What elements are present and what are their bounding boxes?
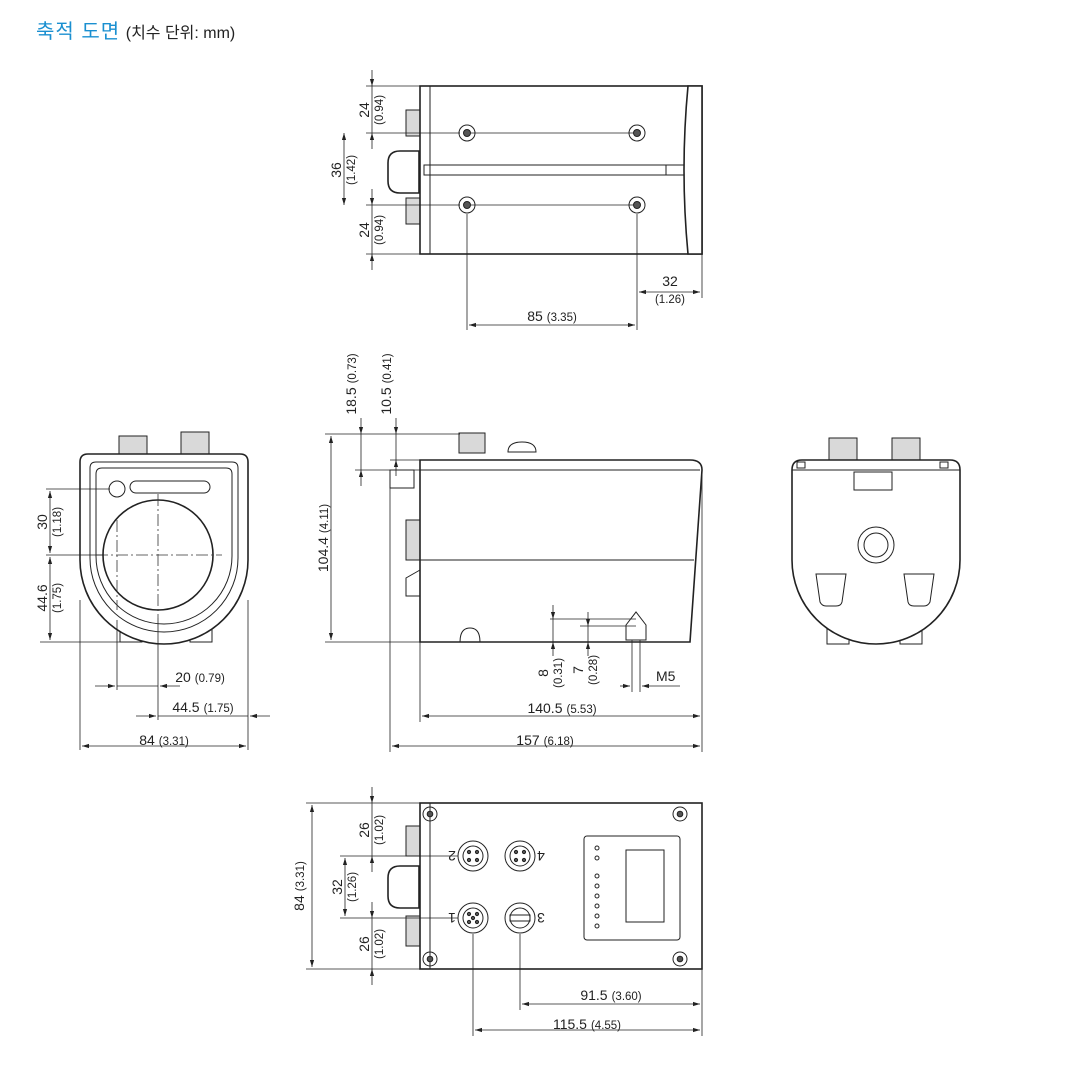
dim-front-44-6: 44.6 (1.75) bbox=[34, 583, 64, 613]
side-m5-bracket bbox=[625, 611, 647, 641]
front-connector-left bbox=[118, 435, 148, 455]
dim-bottom-26-a: 26 (1.02) bbox=[356, 815, 386, 845]
status-led-icon bbox=[594, 845, 600, 929]
connector-2-icon bbox=[457, 840, 489, 872]
dim-side-8: 8 (0.31) bbox=[535, 658, 565, 688]
svg-text:18.5(0.73): 18.5(0.73) bbox=[343, 353, 359, 414]
svg-text:(0.94): (0.94) bbox=[374, 95, 386, 125]
dim-side-140-5: 140.5(5.53) bbox=[527, 700, 596, 716]
svg-text:104.4(4.11): 104.4(4.11) bbox=[315, 504, 331, 572]
display-screen bbox=[625, 849, 665, 923]
mounting-hole-icon bbox=[628, 196, 646, 214]
svg-text:32: 32 bbox=[329, 879, 345, 895]
svg-text:44.6: 44.6 bbox=[34, 584, 50, 611]
top-plug bbox=[387, 150, 420, 194]
svg-text:(1.18): (1.18) bbox=[52, 507, 64, 537]
svg-text:84(3.31): 84(3.31) bbox=[291, 861, 307, 911]
svg-text:24: 24 bbox=[356, 102, 372, 118]
svg-text:7: 7 bbox=[570, 666, 586, 674]
svg-text:(1.26): (1.26) bbox=[347, 872, 359, 902]
svg-text:(1.02): (1.02) bbox=[374, 815, 386, 845]
svg-text:(1.26): (1.26) bbox=[655, 294, 685, 306]
dim-side-18-5: 18.5(0.73) bbox=[343, 353, 359, 414]
dim-side-10-5: 10.5(0.41) bbox=[378, 353, 394, 414]
dim-front-44-5: 44.5(1.75) bbox=[172, 699, 233, 715]
svg-text:(0.28): (0.28) bbox=[588, 655, 600, 685]
display-panel bbox=[583, 835, 681, 941]
dim-bottom-91-5: 91.5(3.60) bbox=[580, 987, 641, 1003]
svg-text:36: 36 bbox=[328, 162, 344, 178]
side-housing bbox=[419, 459, 703, 643]
dim-bottom-115-5: 115.5(4.55) bbox=[553, 1016, 621, 1032]
corner-screw-icon bbox=[422, 806, 438, 822]
rear-view bbox=[791, 437, 961, 645]
side-view: 104.4(4.11) 18.5(0.73) 10.5(0.41) 8 (0.3… bbox=[315, 353, 703, 752]
dim-front-84: 84(3.31) bbox=[139, 732, 189, 748]
dim-top-85: 85(3.35) bbox=[527, 308, 577, 324]
connector-label-4: 4 bbox=[537, 848, 545, 864]
top-housing bbox=[419, 85, 703, 255]
dim-top-32: 32 (1.26) bbox=[655, 273, 685, 306]
svg-text:(0.94): (0.94) bbox=[374, 215, 386, 245]
rear-foot-right bbox=[903, 573, 935, 607]
dim-side-m5: M5 bbox=[656, 668, 676, 684]
dim-side-157: 157(6.18) bbox=[516, 732, 574, 748]
svg-text:(0.31): (0.31) bbox=[553, 658, 565, 688]
front-connector-right bbox=[180, 431, 210, 455]
bottom-view: 2 4 1 3 84(3.31) 26 (1.02) 32 bbox=[291, 787, 703, 1036]
top-front-lens bbox=[683, 85, 703, 255]
dim-top-24-b: 24 (0.94) bbox=[356, 215, 386, 245]
side-connector-cap bbox=[507, 441, 537, 453]
svg-text:26: 26 bbox=[356, 822, 372, 838]
connector-1-icon bbox=[457, 902, 489, 934]
svg-text:8: 8 bbox=[535, 669, 551, 677]
bottom-housing bbox=[419, 802, 703, 970]
svg-text:32: 32 bbox=[662, 273, 678, 289]
dim-bottom-32: 32 (1.26) bbox=[329, 872, 359, 902]
side-connector bbox=[458, 432, 486, 454]
svg-text:30: 30 bbox=[34, 514, 50, 530]
corner-screw-icon bbox=[672, 806, 688, 822]
title-main: 축적 도면 bbox=[36, 21, 121, 43]
corner-screw-icon bbox=[422, 951, 438, 967]
svg-text:10.5(0.41): 10.5(0.41) bbox=[378, 353, 394, 414]
connector-4-icon bbox=[504, 840, 536, 872]
svg-text:(1.02): (1.02) bbox=[374, 929, 386, 959]
dim-top-36: 36 (1.42) bbox=[328, 155, 358, 185]
dim-side-104-4: 104.4(4.11) bbox=[315, 504, 331, 572]
svg-text:26: 26 bbox=[356, 936, 372, 952]
svg-text:24: 24 bbox=[356, 222, 372, 238]
title-unit: (치수 단위: mm) bbox=[125, 25, 236, 42]
connector-3-icon bbox=[504, 902, 536, 934]
page-title: 축적 도면 (치수 단위: mm) bbox=[36, 18, 235, 48]
front-view: 30 (1.18) 44.6 (1.75) 20(0.79) 44.5(1.75… bbox=[34, 431, 270, 750]
dim-front-20: 20(0.79) bbox=[175, 669, 225, 685]
rear-boss bbox=[857, 526, 895, 564]
rear-connector-left bbox=[828, 437, 858, 461]
svg-text:(1.75): (1.75) bbox=[52, 583, 64, 613]
dim-bottom-26-b: 26 (1.02) bbox=[356, 929, 386, 959]
rear-housing bbox=[791, 459, 961, 645]
mounting-hole-icon bbox=[628, 124, 646, 142]
dim-side-7: 7 (0.28) bbox=[570, 655, 600, 685]
dim-top-24-a: 24 (0.94) bbox=[356, 95, 386, 125]
corner-screw-icon bbox=[672, 951, 688, 967]
dim-bottom-84: 84(3.31) bbox=[291, 861, 307, 911]
svg-text:(1.42): (1.42) bbox=[346, 155, 358, 185]
connector-label-3: 3 bbox=[537, 910, 545, 926]
rear-foot-left bbox=[815, 573, 847, 607]
dim-front-30: 30 (1.18) bbox=[34, 507, 64, 537]
rear-connector-right bbox=[891, 437, 921, 461]
top-view: 24 (0.94) 36 (1.42) 24 (0.94) 32 (1.26) … bbox=[328, 70, 703, 330]
